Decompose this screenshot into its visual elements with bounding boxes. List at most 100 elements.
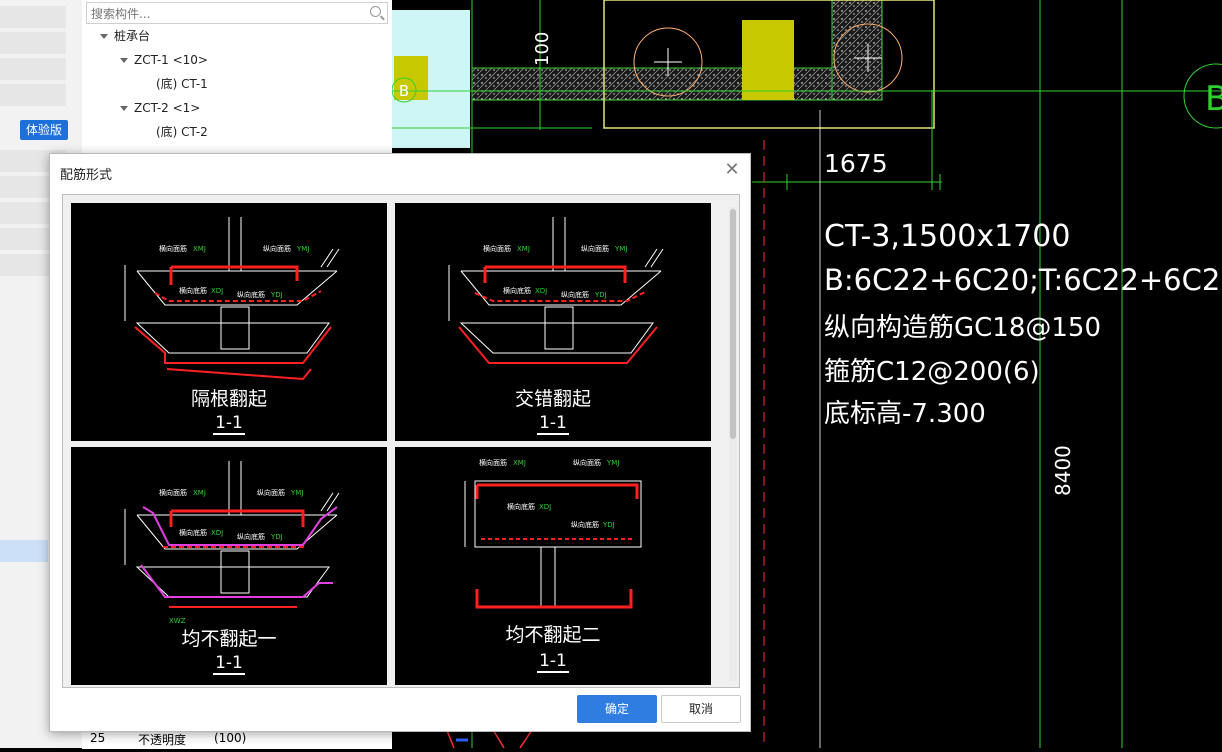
- cad-annotation-line: 箍筋C12@200(6): [824, 357, 1040, 387]
- option-section: 1-1: [537, 413, 569, 435]
- svg-text:XWZ: XWZ: [169, 617, 186, 625]
- cad-pile-cross: [854, 44, 882, 72]
- property-index: 25: [90, 731, 106, 745]
- cad-annotation-line: B:6C22+6C20;T:6C22+6C20: [824, 263, 1222, 297]
- svg-text:横向面筋: 横向面筋: [159, 244, 187, 253]
- property-name: 不透明度: [138, 733, 187, 747]
- svg-text:纵向底筋: 纵向底筋: [571, 520, 599, 529]
- svg-text:横向底筋: 横向底筋: [507, 502, 535, 511]
- svg-text:YMJ: YMJ: [296, 245, 309, 253]
- scrollbar-thumb[interactable]: [730, 209, 736, 439]
- ok-button[interactable]: 确定: [577, 695, 657, 723]
- tree-node-label: (底) CT-1: [156, 77, 208, 91]
- svg-text:横向面筋: 横向面筋: [159, 488, 187, 497]
- svg-text:纵向底筋: 纵向底筋: [237, 290, 265, 299]
- option-caption: 交错翻起: [514, 388, 591, 410]
- tree-node-pile-cap[interactable]: 桩承台: [100, 26, 150, 46]
- cad-annotation: CT-3,1500x1700 B:6C22+6C20;T:6C22+6C20 纵…: [824, 219, 1222, 429]
- cad-dim-1675: 1675: [824, 149, 888, 178]
- option-caption: 隔根翻起: [190, 388, 267, 410]
- option-caption: 均不翻起一: [181, 628, 277, 650]
- svg-text:XDJ: XDJ: [211, 287, 223, 295]
- cad-pile-cap-outline: [603, 0, 935, 129]
- svg-text:YDJ: YDJ: [270, 533, 283, 541]
- svg-text:横向底筋: 横向底筋: [179, 286, 207, 295]
- tree-node-zct2[interactable]: ZCT-2 <1>: [120, 98, 200, 118]
- tree-node-zct1[interactable]: ZCT-1 <10>: [120, 50, 208, 70]
- options-scrollbar[interactable]: [729, 207, 737, 681]
- cad-grid-label-right: B: [1205, 79, 1222, 119]
- left-strip-row[interactable]: [0, 58, 66, 80]
- option-section: 1-1: [213, 653, 245, 675]
- cad-yellow-column: [742, 20, 794, 100]
- tree-node-label: (底) CT-2: [156, 125, 208, 139]
- cad-pile-circle: [633, 27, 703, 97]
- tree-node-label: ZCT-2 <1>: [134, 101, 201, 115]
- search-icon[interactable]: [370, 6, 381, 17]
- svg-text:XDJ: XDJ: [539, 503, 551, 511]
- expand-triangle-icon[interactable]: [100, 34, 108, 39]
- property-value[interactable]: (100): [214, 731, 247, 745]
- option-section: 1-1: [537, 651, 569, 673]
- expand-triangle-icon[interactable]: [120, 106, 128, 111]
- tree-node-ct2[interactable]: (底) CT-2: [156, 122, 208, 142]
- tree-node-label: ZCT-1 <10>: [134, 53, 208, 67]
- svg-text:纵向面筋: 纵向面筋: [257, 488, 285, 497]
- svg-text:XMJ: XMJ: [517, 245, 530, 253]
- cancel-button[interactable]: 取消: [661, 695, 741, 723]
- left-strip-row[interactable]: [0, 84, 66, 106]
- svg-text:XMJ: XMJ: [193, 489, 206, 497]
- cad-annotation-line: CT-3,1500x1700: [824, 219, 1070, 254]
- svg-text:横向底筋: 横向底筋: [503, 286, 531, 295]
- cad-grid-label-left: B: [399, 82, 409, 100]
- search-input[interactable]: [87, 4, 363, 24]
- cad-pile-circle: [833, 23, 903, 93]
- tree-node-label: 桩承台: [114, 29, 151, 43]
- trial-badge[interactable]: 体验版: [20, 120, 68, 140]
- close-icon[interactable]: ✕: [724, 159, 740, 180]
- svg-text:XDJ: XDJ: [535, 287, 547, 295]
- left-strip-row[interactable]: [0, 6, 66, 28]
- svg-text:YMJ: YMJ: [606, 459, 619, 467]
- cad-grid-bubble: [391, 77, 417, 103]
- left-strip-row[interactable]: [0, 32, 66, 54]
- tree-node-ct1[interactable]: (底) CT-1: [156, 74, 208, 94]
- svg-text:YMJ: YMJ: [614, 245, 627, 253]
- option-caption: 均不翻起二: [505, 624, 601, 646]
- cad-annotation-line: 纵向构造筋GC18@150: [824, 313, 1101, 343]
- option-section: 1-1: [213, 413, 245, 435]
- svg-text:横向面筋: 横向面筋: [483, 244, 511, 253]
- cad-dim-8400: 8400: [1051, 445, 1075, 496]
- cad-dim-100: 100: [532, 32, 553, 66]
- svg-text:YMJ: YMJ: [290, 489, 303, 497]
- svg-text:横向面筋: 横向面筋: [479, 458, 507, 467]
- cad-yellow-block: [394, 56, 428, 100]
- cad-pile-cross: [654, 48, 682, 76]
- expand-triangle-icon[interactable]: [120, 58, 128, 63]
- left-strip-selected-row[interactable]: [0, 540, 48, 562]
- svg-text:纵向底筋: 纵向底筋: [561, 290, 589, 299]
- cad-drawing: B B 1675 100 8400 CT-3,1500x1700 B:6C22+…: [391, 0, 1222, 749]
- dialog-title: 配筋形式: [60, 168, 113, 183]
- svg-text:纵向面筋: 纵向面筋: [263, 244, 291, 253]
- svg-text:XDJ: XDJ: [211, 529, 223, 537]
- svg-text:纵向面筋: 纵向面筋: [581, 244, 609, 253]
- cad-grid-bubble: [1183, 63, 1222, 129]
- svg-text:XMJ: XMJ: [513, 459, 526, 467]
- search-box[interactable]: [86, 2, 388, 24]
- cad-hatched-column: [831, 0, 883, 101]
- svg-text:XMJ: XMJ: [193, 245, 206, 253]
- svg-text:纵向面筋: 纵向面筋: [573, 458, 601, 467]
- svg-text:YDJ: YDJ: [602, 521, 615, 529]
- svg-text:纵向底筋: 纵向底筋: [237, 532, 265, 541]
